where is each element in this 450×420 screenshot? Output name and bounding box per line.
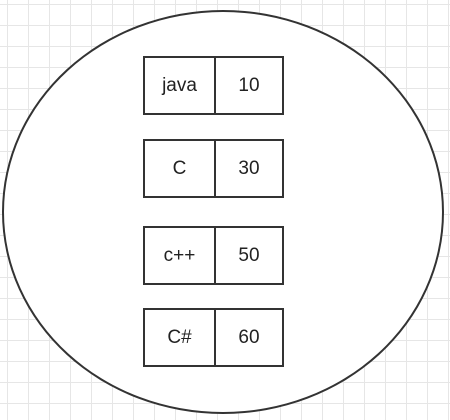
entry-value: 60 xyxy=(238,326,260,348)
entry-key: C# xyxy=(145,310,216,365)
entry-key: C xyxy=(145,141,216,196)
entry-value: 50 xyxy=(238,244,260,266)
map-entry-cpp: c++ 50 xyxy=(143,226,284,285)
map-entry-java: java 10 xyxy=(143,56,284,115)
entry-value: 10 xyxy=(238,74,260,96)
map-entry-csharp: C# 60 xyxy=(143,308,284,367)
entry-key: java xyxy=(145,58,216,113)
entry-value: 30 xyxy=(238,157,260,179)
entry-key: c++ xyxy=(145,228,216,283)
map-entry-c: C 30 xyxy=(143,139,284,198)
